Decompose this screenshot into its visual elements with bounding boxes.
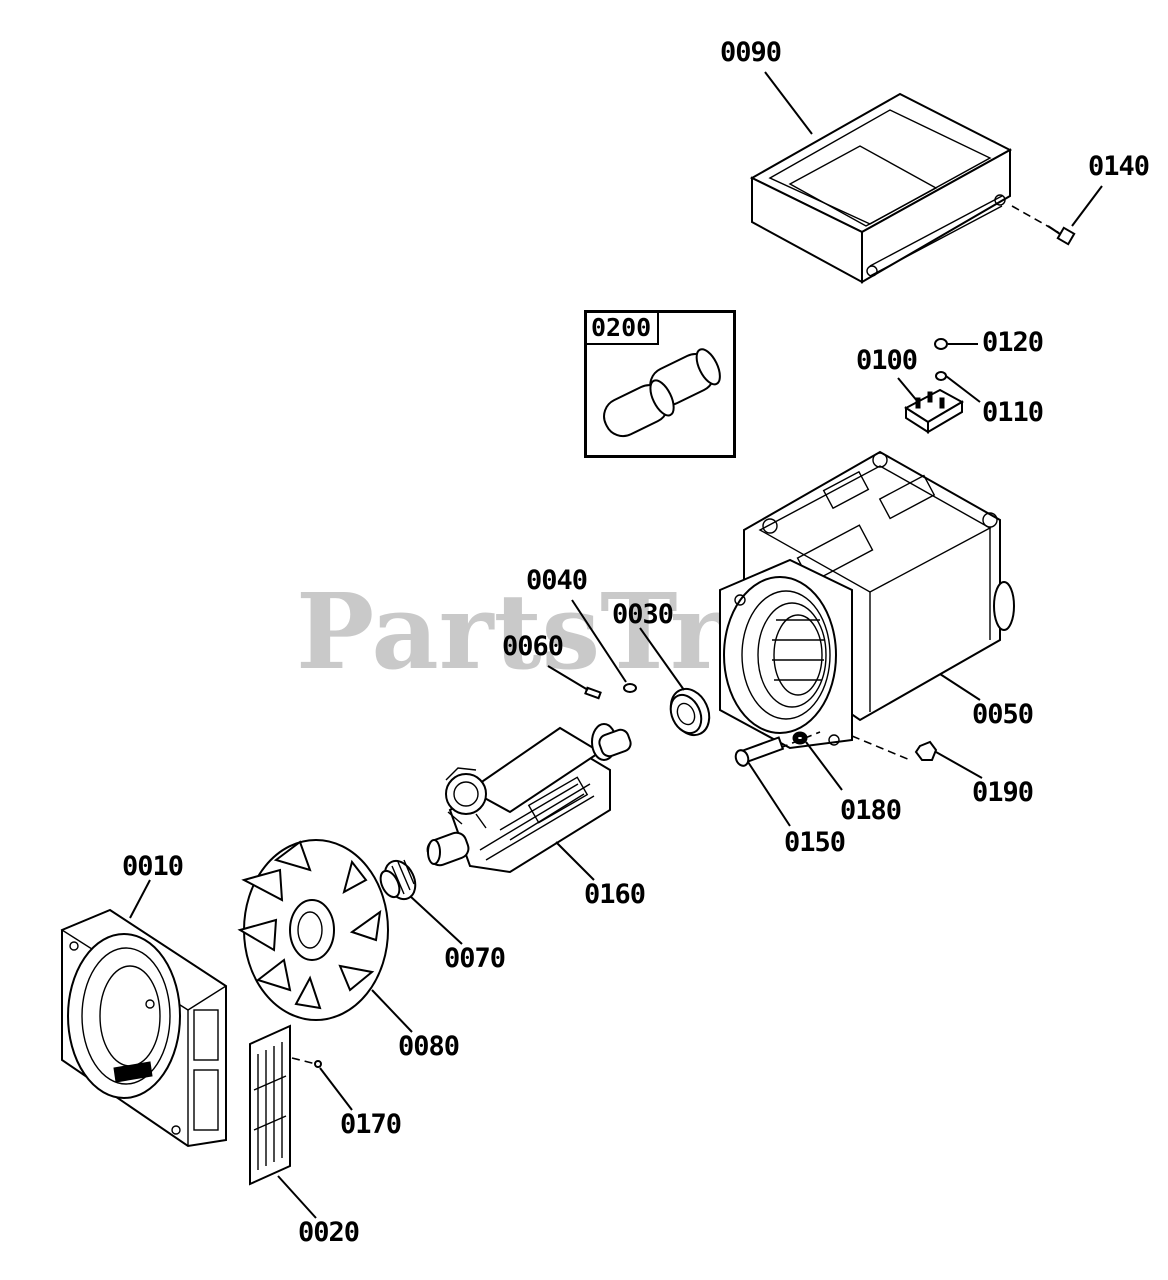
callout-0060[interactable]: 0060 xyxy=(502,631,564,662)
leader-0110 xyxy=(945,375,981,403)
callout-0040[interactable]: 0040 xyxy=(526,565,588,596)
part-0160-rotor[interactable] xyxy=(425,723,633,874)
part-0080-fan[interactable] xyxy=(237,839,389,1021)
callout-0200[interactable]: 0200 xyxy=(587,313,660,345)
leader-0030 xyxy=(639,627,685,691)
leader-0060 xyxy=(547,665,589,691)
leader-0170 xyxy=(319,1067,353,1111)
callout-0080[interactable]: 0080 xyxy=(398,1031,460,1062)
part-0200-capacitors[interactable] xyxy=(598,346,725,442)
callout-0100[interactable]: 0100 xyxy=(856,345,918,376)
callout-0020[interactable]: 0020 xyxy=(298,1217,360,1248)
callout-0030[interactable]: 0030 xyxy=(612,599,674,630)
leader-0050 xyxy=(939,673,981,701)
part-0090-cover[interactable] xyxy=(749,92,1013,284)
part-0050-stator-housing[interactable] xyxy=(719,450,1015,750)
part-0060-pin[interactable] xyxy=(584,686,602,700)
part-0030-bearing[interactable] xyxy=(664,683,717,742)
part-0070-sleeve[interactable] xyxy=(377,856,421,904)
callout-0170[interactable]: 0170 xyxy=(340,1109,402,1140)
callout-0190[interactable]: 0190 xyxy=(972,777,1034,808)
part-0150-bolt[interactable] xyxy=(734,731,821,768)
callout-0110[interactable]: 0110 xyxy=(982,397,1044,428)
part-0170-screw[interactable] xyxy=(291,1057,322,1068)
leader-0190 xyxy=(935,751,983,779)
callout-0180[interactable]: 0180 xyxy=(840,795,902,826)
leader-0140 xyxy=(1071,185,1103,227)
callout-0150[interactable]: 0150 xyxy=(784,827,846,858)
callout-0120[interactable]: 0120 xyxy=(982,327,1044,358)
callout-0140[interactable]: 0140 xyxy=(1088,151,1150,182)
inset-box-capacitors: 0200 xyxy=(584,310,736,458)
leader-0020 xyxy=(277,1175,317,1219)
leader-0160 xyxy=(555,841,595,881)
callout-0160[interactable]: 0160 xyxy=(584,879,646,910)
leader-0070 xyxy=(409,895,463,945)
part-0010-end-bracket[interactable] xyxy=(60,908,228,1148)
callout-0090[interactable]: 0090 xyxy=(720,37,782,68)
leader-0180 xyxy=(805,741,843,791)
callout-0010[interactable]: 0010 xyxy=(122,851,184,882)
part-0020-grille[interactable] xyxy=(249,1024,291,1186)
part-0100-terminal-block[interactable] xyxy=(904,388,965,434)
part-0140-screw[interactable] xyxy=(1011,205,1076,246)
leader-0090 xyxy=(764,71,813,135)
callout-0050[interactable]: 0050 xyxy=(972,699,1034,730)
leader-0040 xyxy=(571,599,627,683)
leader-0010 xyxy=(129,879,151,919)
part-0040-key[interactable] xyxy=(623,683,637,693)
leader-0150 xyxy=(747,761,791,827)
leader-0100 xyxy=(897,377,919,403)
callout-0070[interactable]: 0070 xyxy=(444,943,506,974)
leader-0080 xyxy=(371,989,413,1033)
part-0190-nut[interactable] xyxy=(851,735,938,761)
part-0120-nut[interactable] xyxy=(934,338,948,350)
part-0110-washer[interactable] xyxy=(935,371,947,381)
